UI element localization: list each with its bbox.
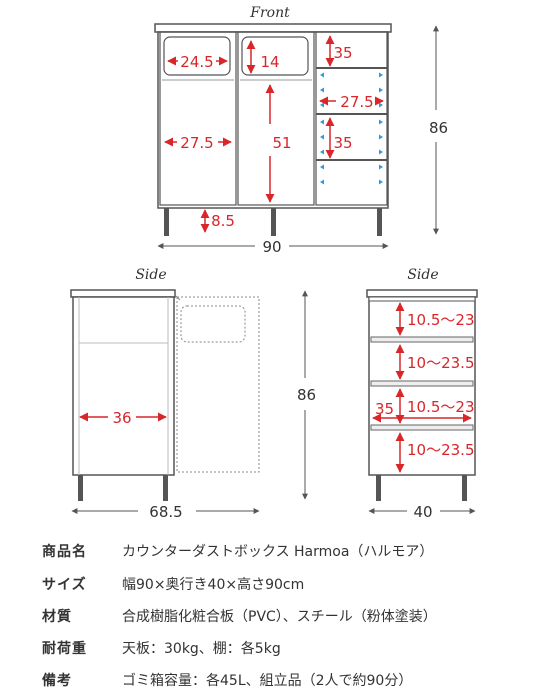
front-leg-3: [377, 208, 382, 236]
spec-key: 材質: [42, 609, 72, 625]
side-left-height-label: 86: [297, 386, 316, 404]
side-right-red-dims: [372, 302, 472, 473]
front-leg-height-label: 8.5: [211, 212, 235, 230]
front-red-dims: [164, 35, 384, 233]
front-center-door: [237, 31, 315, 206]
side-left-hinge: [175, 295, 181, 301]
spec-key: サイズ: [42, 577, 87, 593]
side-right-leg-1: [376, 475, 381, 501]
front-width-label: 90: [262, 238, 281, 256]
side-right-s1-label: 10.5～23: [407, 311, 475, 329]
front-left-window: [163, 36, 231, 76]
side-right-shelf-3: [370, 424, 474, 431]
side-right-depth-inner-label: 35: [375, 400, 394, 418]
front-top-board: [154, 23, 392, 33]
side-right-top-strip: [368, 296, 476, 302]
side-right-depth-label: 40: [413, 503, 432, 521]
side-left-top-board: [70, 289, 176, 298]
front-window-height-label: 14: [260, 53, 279, 71]
front-left-door: [159, 31, 237, 206]
side-right-s2-label: 10～23.5: [407, 354, 475, 372]
side-right-shelf-2: [370, 380, 474, 387]
front-view: Front: [154, 5, 448, 256]
side-right-view: Side 10.5～23 10～23.5 10.5～23 10～23.5 35: [366, 267, 478, 521]
spec-value: ゴミ箱容量：各45L、組立品（2人で約90分）: [122, 673, 413, 689]
front-left-door-line: [162, 79, 234, 81]
side-right-s4-label: 10～23.5: [407, 441, 475, 459]
side-left-view: Side 36 68.5 86: [70, 267, 316, 521]
front-shelf-height-label: 35: [333, 44, 352, 62]
side-right-s3-label: 10.5～23: [407, 398, 475, 416]
front-body: [157, 31, 389, 209]
side-left-leg-1: [78, 475, 83, 501]
front-shelf-height2-label: 35: [333, 134, 352, 152]
side-right-red-labels: 10.5～23 10～23.5 10.5～23 10～23.5 35: [375, 311, 475, 459]
front-door-height-label: 51: [272, 134, 291, 152]
side-right-shelf-1: [370, 336, 474, 343]
spec-key: 商品名: [42, 544, 87, 560]
side-left-width-label: 68.5: [149, 503, 182, 521]
front-leg-1: [164, 208, 169, 236]
side-right-top-board: [366, 289, 478, 298]
front-shelf-frame: [315, 31, 388, 206]
spec-key: 備考: [42, 673, 72, 689]
front-label: Front: [249, 5, 290, 21]
side-left-inner-width-label: 36: [112, 409, 131, 427]
spec-value: 合成樹脂化粧合板（PVC）、スチール（粉体塗装）: [122, 609, 437, 625]
side-right-leg-2: [462, 475, 467, 501]
front-red-labels: 24.5 14 35 27.5 35 27.5 51 8.5: [180, 44, 373, 230]
front-height-label: 86: [429, 119, 448, 137]
side-left-leg-2: [163, 475, 168, 501]
spec-value: カウンターダストボックス Harmoa（ハルモア）: [122, 544, 434, 560]
front-center-window: [241, 36, 309, 76]
front-overall-dims: [157, 25, 439, 249]
side-left-label: Side: [135, 267, 166, 283]
spec-value: 天板：30kg、棚：各5kg: [122, 641, 281, 657]
front-shelf-width-label: 27.5: [340, 93, 373, 111]
front-center-door-line: [240, 79, 312, 81]
side-left-open-door: [176, 296, 260, 473]
front-door-width-label: 27.5: [180, 134, 213, 152]
side-right-label: Side: [407, 267, 438, 283]
spec-value: 幅90×奥行き40×高さ90cm: [122, 577, 305, 593]
spec-key: 耐荷重: [42, 641, 87, 657]
front-leg-2: [271, 208, 276, 236]
side-left-overall-dims: [71, 290, 308, 514]
side-left-body: [72, 296, 175, 476]
front-window-width-label: 24.5: [180, 53, 213, 71]
side-left-open-door-window: [180, 305, 246, 343]
